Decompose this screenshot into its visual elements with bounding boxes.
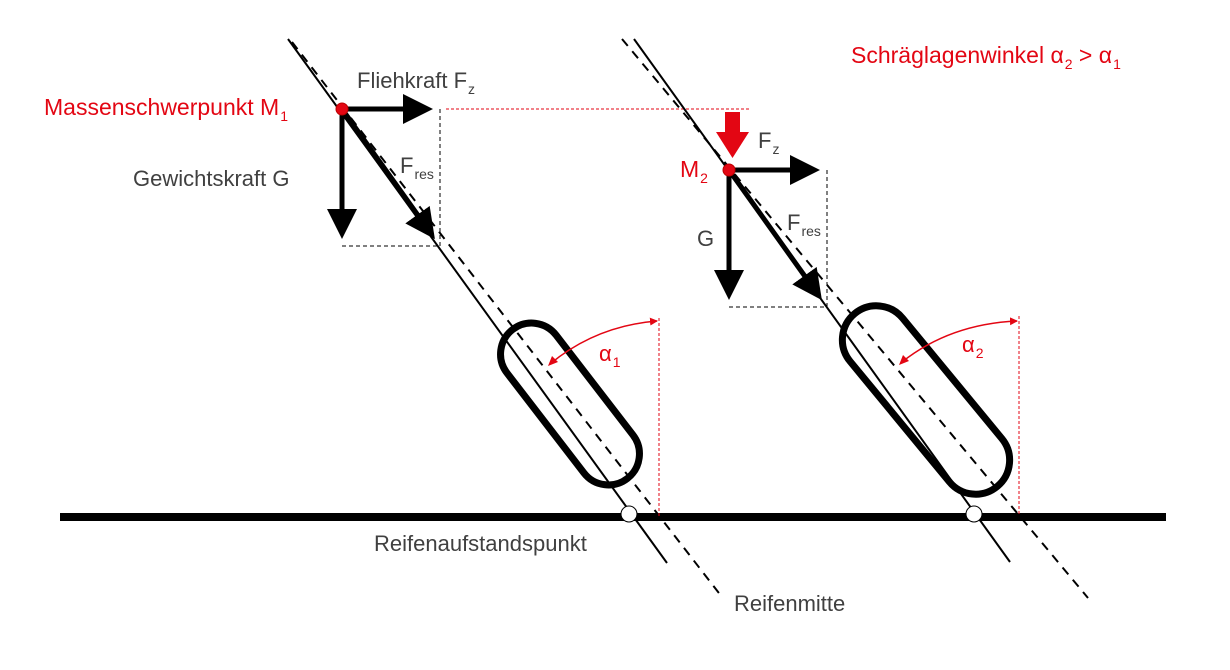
wheel-1-center-dashed-line (291, 41, 723, 598)
m2-label: M2 (680, 156, 708, 186)
m2-point (722, 163, 736, 177)
alpha2-label: α2 (962, 332, 984, 361)
tire-center-label: Reifenmitte (734, 591, 846, 616)
alpha1-label: α1 (599, 341, 621, 370)
wheel-1-angle-arrow-start (548, 356, 558, 366)
wheel-2-contact-point (965, 505, 983, 523)
wheel-1-tire (497, 319, 643, 489)
wheel-2-angle-arrow-start (899, 355, 909, 365)
m1-point (335, 102, 349, 116)
wheel-2-tire (838, 302, 1014, 498)
fres2-arrow (726, 168, 822, 301)
g1-label: Gewichtskraft G (133, 166, 290, 191)
wheel-1-angle-arc (549, 317, 658, 365)
wheel-2-force-parallelogram (729, 170, 828, 308)
wheel-1-contact-point (620, 505, 638, 523)
height-drop-arrow (716, 112, 749, 158)
g2-label: G (697, 226, 715, 251)
wheel-1-force-parallelogram (342, 109, 441, 247)
wheel-2-angle-arc (901, 317, 1018, 363)
fres1-arrow (339, 107, 435, 240)
title-lean-angle-comparison: Schräglagenwinkel α2 > α1 (851, 42, 1121, 72)
fz1-label: Fliehkraft Fz (357, 68, 476, 97)
fz2-label: Fz (758, 128, 780, 157)
fres1-label: Fres (400, 153, 434, 182)
m1-label: Massenschwerpunkt M1 (44, 94, 288, 124)
fres2-label: Fres (787, 210, 821, 239)
wheel-1-lean-line (287, 38, 668, 564)
contact-point-label: Reifenaufstandspunkt (374, 531, 587, 556)
